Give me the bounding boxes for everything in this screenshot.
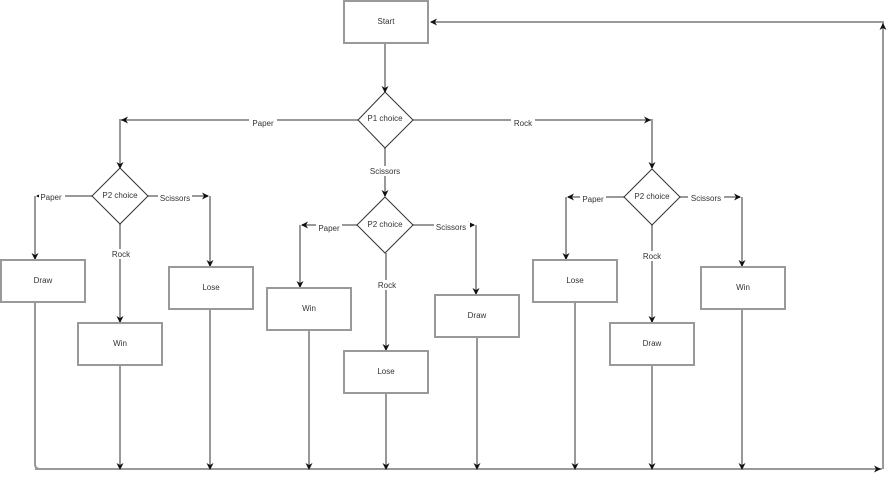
node-p2-choice-scissors[interactable]: P2 choice [356,196,414,254]
edge-label-a-scissors: Scissors [160,194,190,203]
node-p2-choice-rock-label: P2 choice [634,192,670,201]
node-outcome-lose[interactable]: Lose [168,266,254,310]
edge-label-c-scissors: Scissors [691,194,721,203]
node-outcome-label: Lose [377,367,395,376]
nodes: Start P1 choice P2 choice P2 choice P2 c… [0,0,786,394]
node-outcome-win[interactable]: Win [700,266,786,310]
node-outcome-win[interactable]: Win [77,322,163,366]
edge-labels: Paper Rock Scissors Paper Scissors Rock … [39,115,724,290]
node-outcome-label: Lose [566,276,584,285]
edges [31,18,887,473]
edge-label-p1-scissors: Scissors [370,167,400,176]
edge-label-b-rock: Rock [378,281,397,290]
node-outcome-label: Win [113,339,127,348]
edge-label-b-paper: Paper [318,224,340,233]
node-outcome-draw[interactable]: Draw [609,322,695,366]
node-outcome-label: Win [302,304,316,313]
node-outcome-win[interactable]: Win [266,287,352,331]
node-start-label: Start [378,17,396,26]
node-p2-choice-paper[interactable]: P2 choice [91,167,149,225]
edge-label-p1-rock: Rock [514,119,533,128]
edge-label-a-rock: Rock [112,250,131,259]
node-outcome-label: Draw [34,276,53,285]
node-outcome-label: Lose [202,283,220,292]
edge-label-c-rock: Rock [643,252,662,261]
edge-label-p1-paper: Paper [252,119,274,128]
node-p1-choice-label: P1 choice [367,114,403,123]
node-outcome-label: Draw [643,339,662,348]
edge-label-a-paper: Paper [40,193,62,202]
node-p2-choice-rock[interactable]: P2 choice [623,168,681,226]
edge-loop-back [431,21,884,469]
node-outcome-lose[interactable]: Lose [343,350,429,394]
node-p2-choice-paper-label: P2 choice [102,191,138,200]
node-start[interactable]: Start [343,0,429,44]
node-outcome-draw[interactable]: Draw [0,259,86,303]
edge-p1-paper [116,119,358,169]
node-p2-choice-scissors-label: P2 choice [367,220,403,229]
edge-label-b-scissors: Scissors [436,223,466,232]
node-outcome-label: Draw [468,311,487,320]
node-outcome-draw[interactable]: Draw [434,294,520,338]
node-outcome-label: Win [736,283,750,292]
edge-label-c-paper: Paper [582,195,604,204]
node-outcome-lose[interactable]: Lose [532,259,618,303]
node-p1-choice[interactable]: P1 choice [357,91,414,149]
